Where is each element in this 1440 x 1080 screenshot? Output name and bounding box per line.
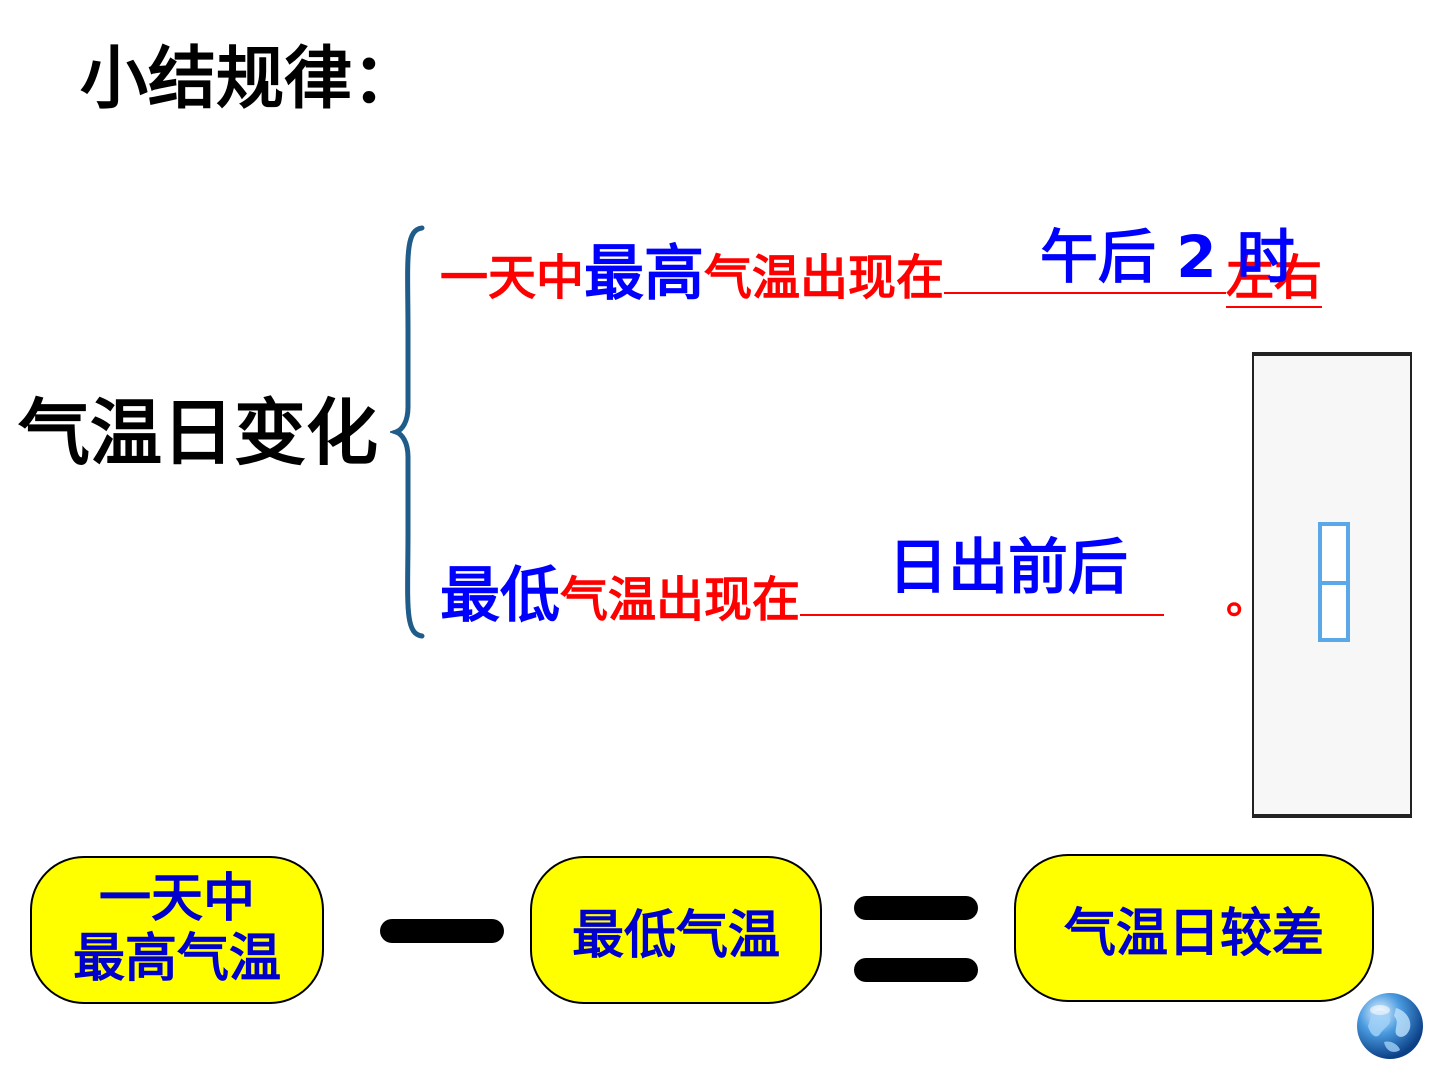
line1-part1: 一天中	[440, 250, 585, 306]
min-temp-answer: 日出前后	[888, 533, 1128, 603]
min-temp-box: 最低气温	[530, 856, 822, 1004]
max-temp-box-line2: 最高气温	[72, 929, 281, 989]
left-brace-icon	[390, 225, 425, 639]
minus-icon	[380, 919, 504, 943]
line1-blank	[944, 238, 1227, 294]
max-temp-box-line1: 一天中	[98, 869, 255, 930]
max-temp-answer: 午后 2 时	[1040, 223, 1295, 291]
topic-label: 气温日变化	[18, 391, 379, 475]
equals-icon-top-bar	[854, 896, 978, 920]
max-temp-sentence: 一天中最高气温出现在 左右	[440, 238, 1323, 308]
daily-range-box-text: 气温日较差	[1063, 903, 1324, 964]
line2-part2: 气温出现在	[560, 572, 801, 628]
line1-suffix: 左右	[1226, 250, 1323, 308]
globe-icon[interactable]	[1354, 990, 1426, 1062]
min-temp-box-text: 最低气温	[571, 905, 780, 966]
line2-blank	[800, 552, 1165, 616]
equals-icon-bottom-bar	[854, 958, 978, 982]
line1-part3: 气温出现在	[704, 250, 945, 306]
line2-part1: 最低	[440, 561, 560, 631]
line1-part2: 最高	[584, 239, 705, 309]
min-temp-sentence: 最低气温出现在	[440, 552, 1165, 628]
daily-range-box: 气温日较差	[1014, 854, 1374, 1002]
max-temp-box: 一天中 最高气温	[30, 856, 324, 1004]
placeholder-glyph-icon	[1318, 522, 1350, 642]
slide-title: 小结规律：	[80, 40, 421, 119]
